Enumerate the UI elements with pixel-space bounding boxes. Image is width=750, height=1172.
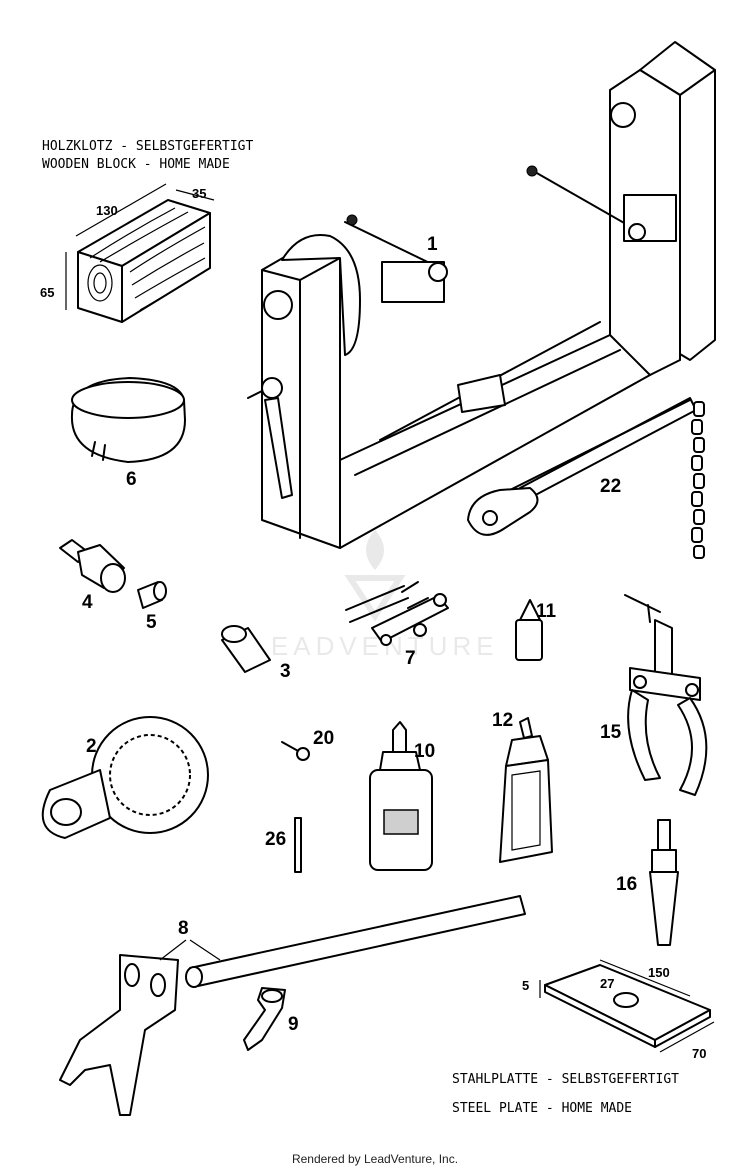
callout-4: 4 bbox=[82, 592, 93, 613]
wooden-block-note-en: WOODEN BLOCK - HOME MADE bbox=[42, 157, 230, 172]
part-3-bush bbox=[221, 625, 271, 673]
callout-20: 20 bbox=[313, 728, 334, 749]
steel-plate-note-en: STEEL PLATE - HOME MADE bbox=[452, 1101, 632, 1116]
callout-7: 7 bbox=[405, 648, 416, 669]
wooden-block-note-de: HOLZKLOTZ - SELBSTGEFERTIGT bbox=[42, 139, 253, 154]
steel-plate-drawing bbox=[539, 959, 715, 1053]
part-15-bearing-puller bbox=[624, 594, 708, 796]
part-2-clutch-holder bbox=[41, 716, 209, 839]
watermark: LEADVENTURE bbox=[251, 530, 498, 661]
callout-22: 22 bbox=[600, 476, 621, 497]
part-8-holding-tool bbox=[59, 895, 526, 1116]
dim-plate-length: 150 bbox=[648, 965, 670, 980]
callout-6: 6 bbox=[126, 469, 137, 490]
callout-11: 11 bbox=[536, 601, 557, 622]
part-6-ring bbox=[70, 377, 186, 463]
part-5-sleeve bbox=[137, 581, 167, 609]
part-26-pin bbox=[294, 817, 302, 873]
callout-5: 5 bbox=[146, 612, 157, 633]
callout-16: 16 bbox=[616, 874, 637, 895]
callout-1: 1 bbox=[427, 234, 438, 255]
callout-15: 15 bbox=[600, 722, 622, 743]
callout-10: 10 bbox=[414, 741, 435, 762]
part-12-tube bbox=[499, 717, 553, 863]
part-10-bottle bbox=[369, 721, 433, 871]
part-9-clip bbox=[243, 987, 286, 1051]
dim-block-depth: 35 bbox=[192, 186, 206, 201]
callout-3: 3 bbox=[280, 661, 291, 682]
part-7-puller bbox=[345, 581, 449, 646]
callout-9: 9 bbox=[288, 1014, 299, 1035]
callout-2: 2 bbox=[86, 736, 97, 757]
watermark-text: LEADVENTURE bbox=[251, 631, 498, 661]
callout-12: 12 bbox=[492, 710, 513, 731]
dim-block-length: 130 bbox=[96, 203, 118, 218]
wooden-block-drawing bbox=[65, 183, 215, 323]
part-22-chain-wrench bbox=[467, 397, 705, 559]
part-4-socket bbox=[59, 539, 126, 593]
steel-plate-note-de: STAHLPLATTE - SELBSTGEFERTIGT bbox=[452, 1072, 679, 1087]
dim-plate-hole: 27 bbox=[600, 976, 614, 991]
part-11-small-bottle bbox=[515, 599, 543, 661]
part-1-engine-stand bbox=[247, 41, 716, 549]
dim-plate-thickness: 5 bbox=[522, 978, 529, 993]
part-20-screw bbox=[281, 741, 310, 761]
callout-26: 26 bbox=[265, 829, 286, 850]
dim-block-height: 65 bbox=[40, 285, 54, 300]
footer-credit: Rendered by LeadVenture, Inc. bbox=[291, 1152, 459, 1166]
dim-plate-width: 70 bbox=[692, 1046, 706, 1061]
part-16-puller-bolt bbox=[649, 819, 679, 946]
callout-8: 8 bbox=[178, 918, 189, 939]
